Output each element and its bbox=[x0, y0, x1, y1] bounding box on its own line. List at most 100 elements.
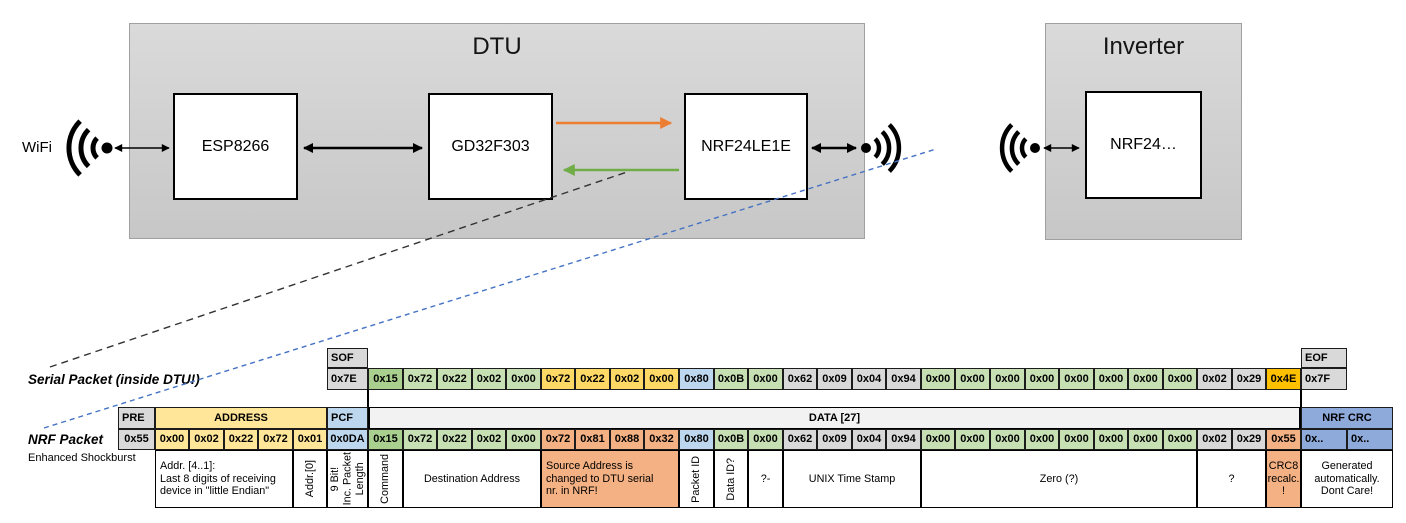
serial-byte-cell: 0x94 bbox=[886, 368, 921, 390]
serial-byte-cell: 0x72 bbox=[541, 368, 575, 390]
connector-line bbox=[367, 389, 369, 408]
annotation-text: Generated automatically. Dont Care! bbox=[1314, 459, 1380, 498]
nrf-byte-cell: 0x00 bbox=[1059, 429, 1094, 450]
nrf-byte-cell: 0x62 bbox=[783, 429, 817, 450]
serial-byte-cell: 0x00 bbox=[1059, 368, 1094, 390]
serial-byte-cell: 0x02 bbox=[1197, 368, 1232, 390]
sof-header-cell: SOF bbox=[327, 348, 368, 368]
annotation-text: CRC8 recalc. ! bbox=[1267, 459, 1300, 498]
data-header-cell: DATA [27] bbox=[368, 407, 1301, 429]
annotation-cell: Addr.[0] bbox=[293, 450, 327, 508]
serial-byte-cell: 0x0B bbox=[714, 368, 748, 390]
annotation-cell: Generated automatically. Dont Care! bbox=[1301, 450, 1393, 508]
serial-byte-cell: 0x02 bbox=[610, 368, 644, 390]
serial-packet-label: Serial Packet (inside DTU!) bbox=[28, 372, 200, 387]
annotation-cell: Data ID? bbox=[714, 450, 748, 508]
nrf-byte-cell: 0x55 bbox=[1266, 429, 1301, 450]
serial-byte-cell: 0x02 bbox=[472, 368, 506, 390]
serial-byte-cell: 0x29 bbox=[1232, 368, 1266, 390]
nrf-address-byte-cell: 0x02 bbox=[189, 429, 224, 450]
annotation-text: Addr.[0] bbox=[303, 460, 316, 498]
nrf-byte-cell: 0x00 bbox=[955, 429, 990, 450]
serial-byte-cell: 0x00 bbox=[921, 368, 955, 390]
serial-byte-cell: 0x22 bbox=[437, 368, 472, 390]
node-nrf24-inverter: NRF24… bbox=[1085, 91, 1202, 199]
annotation-cell: ? bbox=[1197, 450, 1266, 508]
annotation-cell: Packet ID bbox=[679, 450, 714, 508]
nrf-byte-cell: 0x00 bbox=[1094, 429, 1128, 450]
annotation-text: Destination Address bbox=[423, 472, 521, 485]
annotation-text: Addr. [4..1]: Last 8 digits of receiving… bbox=[160, 459, 276, 498]
nrf-byte-cell: 0x00 bbox=[921, 429, 955, 450]
annotation-cell: UNIX Time Stamp bbox=[783, 450, 921, 508]
annotation-text: ? bbox=[1228, 472, 1235, 485]
nrf-address-byte-cell: 0x01 bbox=[293, 429, 327, 450]
nrf-byte-cell: 0x81 bbox=[575, 429, 610, 450]
serial-byte-cell: 0x00 bbox=[748, 368, 783, 390]
annotation-cell: Zero (?) bbox=[921, 450, 1197, 508]
nrf-crc-header-cell: NRF CRC bbox=[1301, 407, 1393, 429]
nrf-byte-cell: 0x00 bbox=[990, 429, 1025, 450]
nrf-byte-cell: 0x88 bbox=[610, 429, 644, 450]
nrf-byte-cell: 0x0B bbox=[714, 429, 748, 450]
nrf-byte-cell: 0x02 bbox=[1197, 429, 1232, 450]
serial-byte-cell: 0x00 bbox=[1094, 368, 1128, 390]
serial-byte-cell: 0x00 bbox=[955, 368, 990, 390]
nrf-byte-cell: 0x00 bbox=[1163, 429, 1197, 450]
serial-byte-cell: 0x00 bbox=[990, 368, 1025, 390]
nrf-byte-cell: 0x29 bbox=[1232, 429, 1266, 450]
nrf-byte-cell: 0x00 bbox=[1128, 429, 1163, 450]
nrf-byte-cell: 0x00 bbox=[748, 429, 783, 450]
eof-header-cell: EOF bbox=[1301, 348, 1347, 368]
nrf-byte-cell: 0x00 bbox=[506, 429, 541, 450]
nrf-byte-cell: 0x09 bbox=[817, 429, 852, 450]
nrf-byte-cell: 0x32 bbox=[644, 429, 679, 450]
annotation-text: UNIX Time Stamp bbox=[808, 472, 896, 485]
pre-header-cell: PRE bbox=[118, 407, 155, 429]
annotation-text: ?- bbox=[760, 472, 771, 485]
serial-byte-cell: 0x4E bbox=[1266, 368, 1301, 390]
nrf-byte-cell: 0x72 bbox=[403, 429, 437, 450]
connector-line bbox=[1300, 389, 1302, 408]
inverter-title: Inverter bbox=[1102, 33, 1185, 60]
dtu-title: DTU bbox=[472, 33, 522, 60]
serial-byte-cell: 0x00 bbox=[506, 368, 541, 390]
nrf-crc-byte-cell: 0x.. bbox=[1347, 429, 1393, 450]
nrf-address-byte-cell: 0x00 bbox=[155, 429, 189, 450]
serial-byte-cell: 0x09 bbox=[817, 368, 852, 390]
pcf-header-cell: PCF bbox=[327, 407, 368, 429]
nrf-address-byte-cell: 0x72 bbox=[258, 429, 293, 450]
serial-byte-cell: 0x80 bbox=[679, 368, 714, 390]
annotation-text: 9 Bit! Inc. Packet Length bbox=[328, 452, 366, 506]
address-header-cell: ADDRESS bbox=[155, 407, 327, 429]
annotation-text: Packet ID bbox=[690, 455, 703, 503]
enhanced-shockburst-label: Enhanced Shockburst bbox=[28, 452, 136, 464]
nrf-byte-cell: 0x00 bbox=[1025, 429, 1059, 450]
nrf-crc-byte-cell: 0x.. bbox=[1301, 429, 1347, 450]
nrf-byte-cell: 0x02 bbox=[472, 429, 506, 450]
serial-byte-cell: 0x00 bbox=[1025, 368, 1059, 390]
annotation-cell: CRC8 recalc. ! bbox=[1266, 450, 1301, 508]
serial-byte-cell: 0x72 bbox=[403, 368, 437, 390]
pcf-value-cell: 0x0DA bbox=[327, 429, 368, 450]
sof-value-cell: 0x7E bbox=[327, 368, 368, 390]
nrf-address-byte-cell: 0x22 bbox=[224, 429, 258, 450]
annotation-cell: 9 Bit! Inc. Packet Length bbox=[327, 450, 368, 508]
nrf-packet-label: NRF Packet bbox=[28, 432, 104, 447]
nrf-byte-cell: 0x04 bbox=[852, 429, 886, 450]
annotation-text: Command bbox=[379, 454, 392, 504]
annotation-cell: ?- bbox=[748, 450, 783, 508]
serial-byte-cell: 0x22 bbox=[575, 368, 610, 390]
serial-byte-cell: 0x62 bbox=[783, 368, 817, 390]
annotation-cell: Source Address is changed to DTU serial … bbox=[541, 450, 679, 508]
nrf-byte-cell: 0x94 bbox=[886, 429, 921, 450]
nrf-byte-cell: 0x72 bbox=[541, 429, 575, 450]
serial-byte-cell: 0x00 bbox=[1128, 368, 1163, 390]
annotation-cell: Destination Address bbox=[403, 450, 541, 508]
annotation-text: Source Address is changed to DTU serial … bbox=[546, 459, 654, 498]
nrf-byte-cell: 0x22 bbox=[437, 429, 472, 450]
annotation-text: Data ID? bbox=[724, 457, 737, 501]
annotation-text: Zero (?) bbox=[1039, 472, 1079, 485]
nrf-byte-cell: 0x80 bbox=[679, 429, 714, 450]
